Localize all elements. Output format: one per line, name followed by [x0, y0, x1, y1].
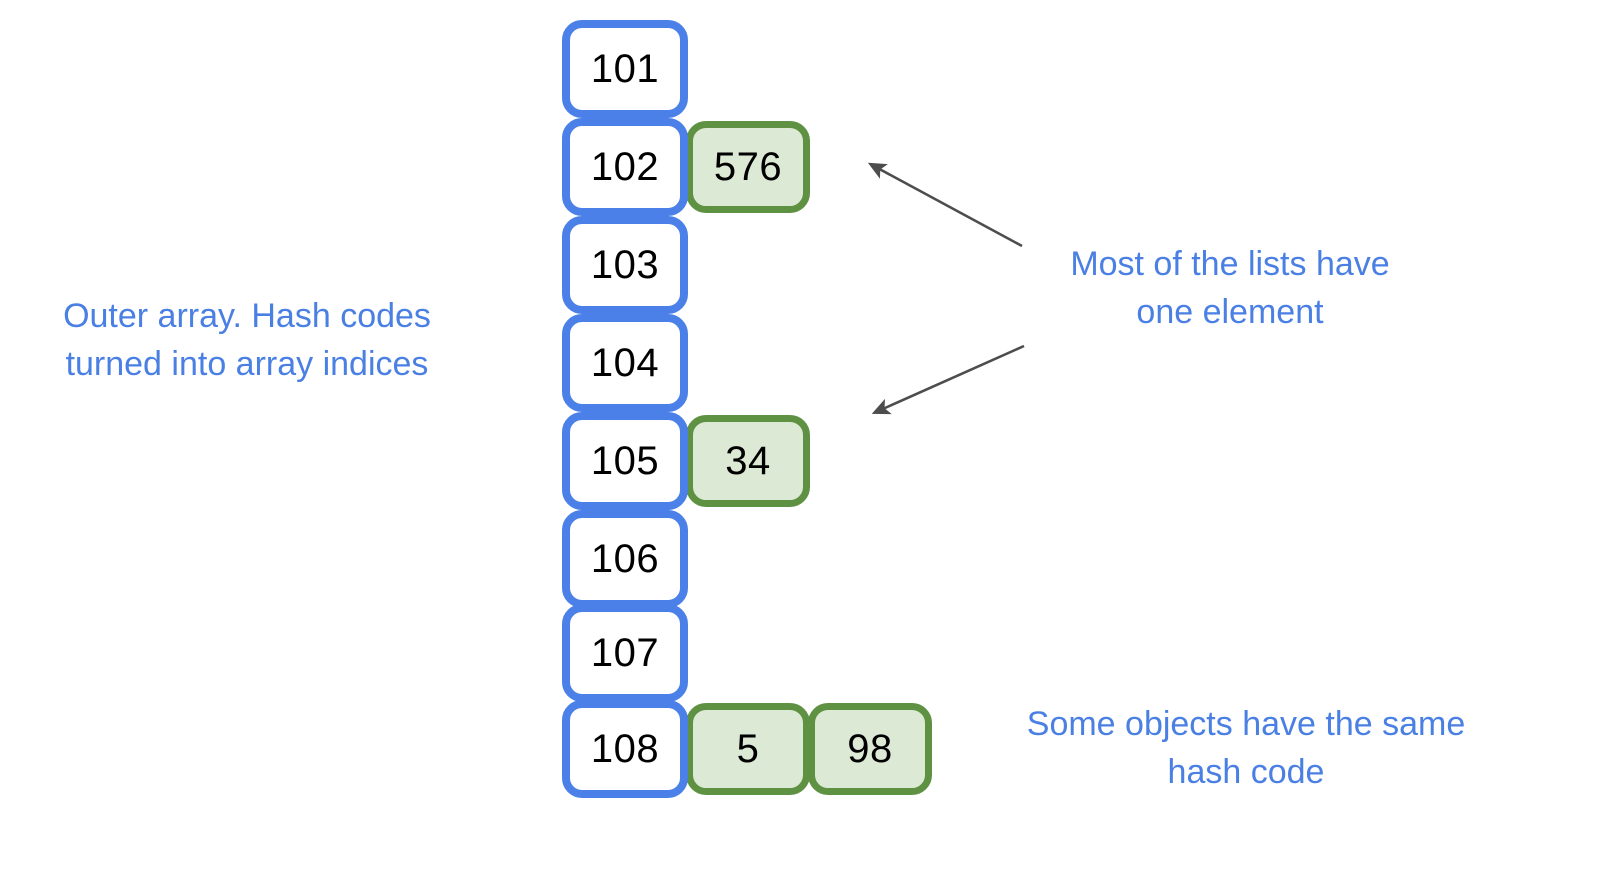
- bucket-index-label: 104: [590, 341, 660, 385]
- bucket-index-label: 108: [590, 727, 660, 771]
- bucket-index-label: 107: [590, 631, 660, 675]
- bucket-box-107[interactable]: 107: [562, 604, 688, 702]
- bucket-box-101[interactable]: 101: [562, 20, 688, 118]
- bucket-index-label: 101: [590, 47, 660, 91]
- bucket-index-label: 102: [590, 145, 660, 189]
- element-box[interactable]: 576: [686, 121, 810, 213]
- arrow-to-34-icon: [871, 344, 1025, 415]
- bucket-box-108[interactable]: 108: [562, 700, 688, 798]
- annotation-one-element: Most of the lists have one element: [1070, 245, 1390, 332]
- element-value: 5: [736, 727, 760, 771]
- element-value: 98: [847, 727, 893, 771]
- element-list-108: 5 98: [686, 703, 932, 795]
- element-value: 34: [725, 439, 771, 483]
- annotation-outer-array: Outer array. Hash codes turned into arra…: [63, 297, 431, 384]
- element-box[interactable]: 34: [686, 415, 810, 507]
- element-list-105: 34: [686, 415, 810, 507]
- element-value: 576: [713, 145, 783, 189]
- bucket-box-105[interactable]: 105: [562, 412, 688, 510]
- annotation-same-hash: Some objects have the same hash code: [1026, 705, 1466, 792]
- bucket-box-104[interactable]: 104: [562, 314, 688, 412]
- bucket-index-label: 106: [590, 537, 660, 581]
- bucket-index-label: 105: [590, 439, 660, 483]
- element-box[interactable]: 98: [808, 703, 932, 795]
- arrow-to-576-icon: [867, 162, 1023, 248]
- bucket-box-103[interactable]: 103: [562, 216, 688, 314]
- element-list-102: 576: [686, 121, 810, 213]
- bucket-box-106[interactable]: 106: [562, 510, 688, 608]
- element-box[interactable]: 5: [686, 703, 810, 795]
- bucket-box-102[interactable]: 102: [562, 118, 688, 216]
- bucket-index-label: 103: [590, 243, 660, 287]
